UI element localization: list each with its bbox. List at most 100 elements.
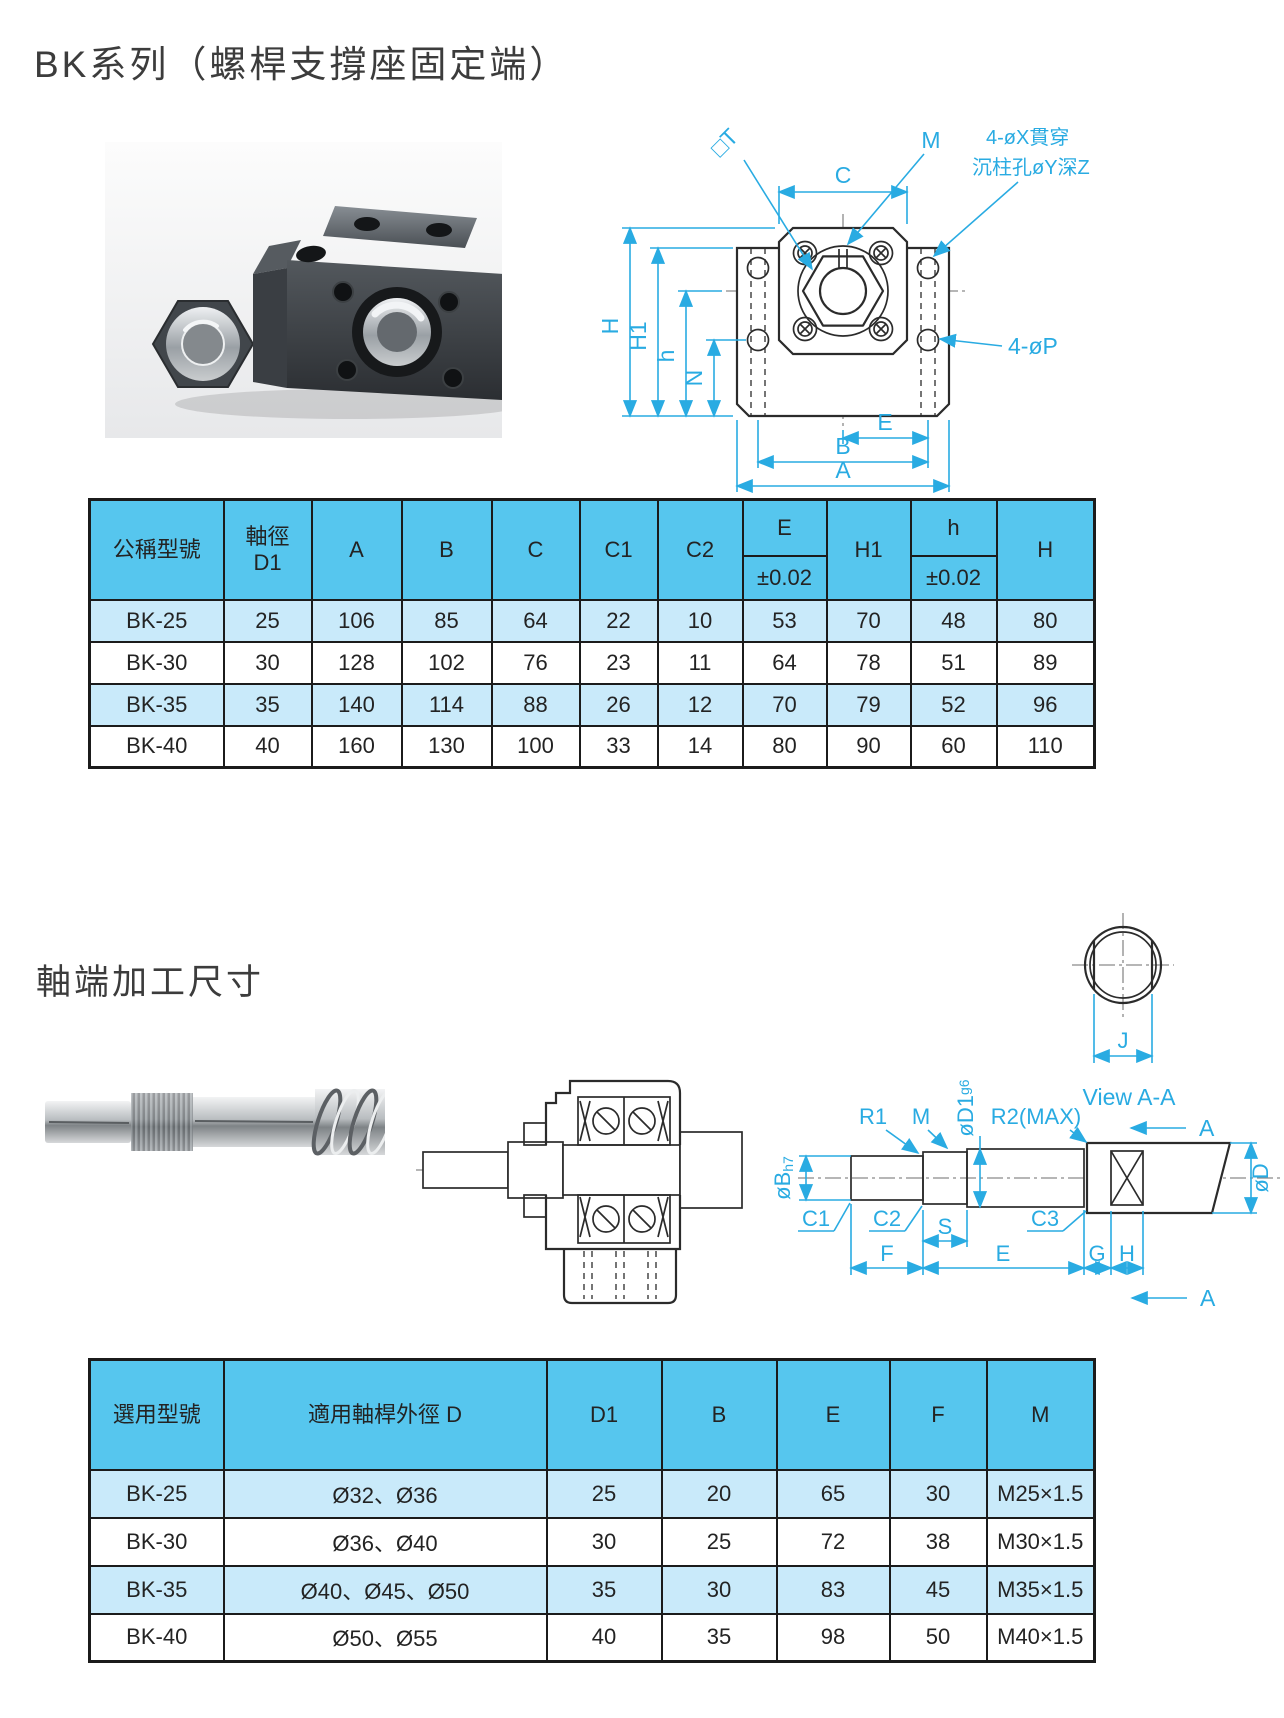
leader-t: [743, 159, 813, 271]
ext-lines-left: [622, 227, 775, 417]
cell: 78: [825, 640, 912, 685]
cell: 100: [490, 724, 581, 769]
dim-label-ob: øBh7: [770, 1156, 796, 1200]
dim-label-h1: H1: [625, 321, 651, 350]
cell: 128: [310, 640, 403, 685]
col-header-hs: h: [909, 498, 998, 557]
dim-label-a: A: [835, 457, 851, 483]
cell: BK-35: [88, 682, 225, 727]
cell: BK-30: [88, 640, 225, 685]
leader-c3: [1062, 1210, 1087, 1232]
cell: M35×1.5: [985, 1564, 1096, 1615]
cell: 90: [825, 724, 912, 769]
cell: 98: [775, 1612, 891, 1663]
cell: 45: [888, 1564, 988, 1615]
thread-notch: [838, 249, 848, 269]
col-header-h1: H1: [825, 498, 912, 601]
cell: 20: [660, 1468, 778, 1519]
dim-label-r1: R1: [859, 1104, 887, 1129]
dim-label-c3: C3: [1031, 1206, 1059, 1231]
view-aa-inner-circle: [1089, 931, 1157, 999]
cell: 35: [660, 1612, 778, 1663]
cell: 30: [222, 640, 313, 685]
cell: 110: [995, 724, 1096, 769]
col-header-b: B: [400, 498, 493, 601]
dim-label-e2: E: [996, 1241, 1011, 1266]
cell: 64: [741, 640, 828, 685]
cell: 40: [222, 724, 313, 769]
dim-label-h2: H: [1119, 1241, 1135, 1266]
cell: 52: [909, 682, 998, 727]
col-header-model2: 選用型號: [88, 1358, 225, 1471]
col-header-d1: D1: [545, 1358, 663, 1471]
cell: 23: [578, 640, 659, 685]
dim-label-j: J: [1118, 1028, 1129, 1053]
dim-label-s: S: [938, 1214, 953, 1239]
cell: 80: [741, 724, 828, 769]
cell: 102: [400, 640, 493, 685]
cell: BK-30: [88, 1516, 225, 1567]
housing: [523, 1079, 682, 1305]
cell: 88: [490, 682, 581, 727]
pilot-circle: [797, 245, 889, 337]
cell: Ø40、Ø45、Ø50: [222, 1564, 548, 1615]
dim-label-r2: R2(MAX): [991, 1104, 1081, 1129]
col-header-shaft-dia-line2: D1: [253, 549, 282, 575]
dim-label-ob-main: øB: [770, 1172, 795, 1200]
cell: 70: [825, 598, 912, 643]
product-photo-support-unit: [105, 142, 547, 438]
dim-label-n: N: [681, 370, 707, 387]
cell: 70: [741, 682, 828, 727]
dim-label-f: F: [880, 1241, 893, 1266]
cell: 79: [825, 682, 912, 727]
cell: 25: [660, 1516, 778, 1567]
col-header-hs-tol: ±0.02: [909, 554, 998, 601]
cell: Ø50、Ø55: [222, 1612, 548, 1663]
cell: M40×1.5: [985, 1612, 1096, 1663]
cell: 38: [888, 1516, 988, 1567]
dim-label-m: M: [921, 127, 940, 153]
dim-label-hs: h: [653, 350, 679, 363]
view-aa-label: View A-A: [1083, 1084, 1177, 1110]
dim-label-e: E: [877, 409, 892, 435]
col-header-outer-dia: 適用軸桿外徑 D: [222, 1358, 548, 1471]
section-arrow-bottom-label: A: [1200, 1285, 1216, 1311]
view-aa-flats: [1092, 941, 1154, 989]
shaft-photo-graphic: [45, 1088, 396, 1156]
cell: 53: [741, 598, 828, 643]
cell: 33: [578, 724, 659, 769]
leader-r1: [885, 1129, 920, 1155]
dim-label-ob-tol: h7: [780, 1156, 796, 1172]
product-photo-shaft: [15, 1015, 396, 1190]
front-view-drawing: C M □T 4-øX貫穿 沉柱孔øY深Z 4-øP H H1 h N E B …: [597, 123, 1090, 494]
col-header-h: H: [995, 498, 1096, 601]
bearing-cross-section-drawing: [416, 1079, 743, 1305]
cell: M25×1.5: [985, 1468, 1096, 1519]
cell: 30: [545, 1516, 663, 1567]
col-header-c2: C2: [656, 498, 744, 601]
dim-label-g: G: [1088, 1241, 1105, 1266]
dim-label-od: øD: [1248, 1163, 1273, 1192]
cell: M30×1.5: [985, 1516, 1096, 1567]
cell: 64: [490, 598, 581, 643]
cell: BK-40: [88, 724, 225, 769]
cell: 25: [545, 1468, 663, 1519]
page-title: BK系列（螺桿支撐座固定端）: [34, 44, 570, 85]
dim-label-b: B: [835, 433, 850, 459]
photo-shadow: [175, 389, 525, 419]
cell: 40: [545, 1612, 663, 1663]
leader-p: [938, 333, 1003, 348]
machined-shaft-profile: [850, 1141, 1232, 1215]
cell: 35: [545, 1564, 663, 1615]
cell: 130: [400, 724, 493, 769]
dim-label-od1-tol: g6: [956, 1079, 972, 1095]
bearings: [577, 1096, 671, 1244]
col-header-b2: B: [660, 1358, 778, 1471]
bore-circle: [818, 266, 868, 316]
cell: 22: [578, 598, 659, 643]
